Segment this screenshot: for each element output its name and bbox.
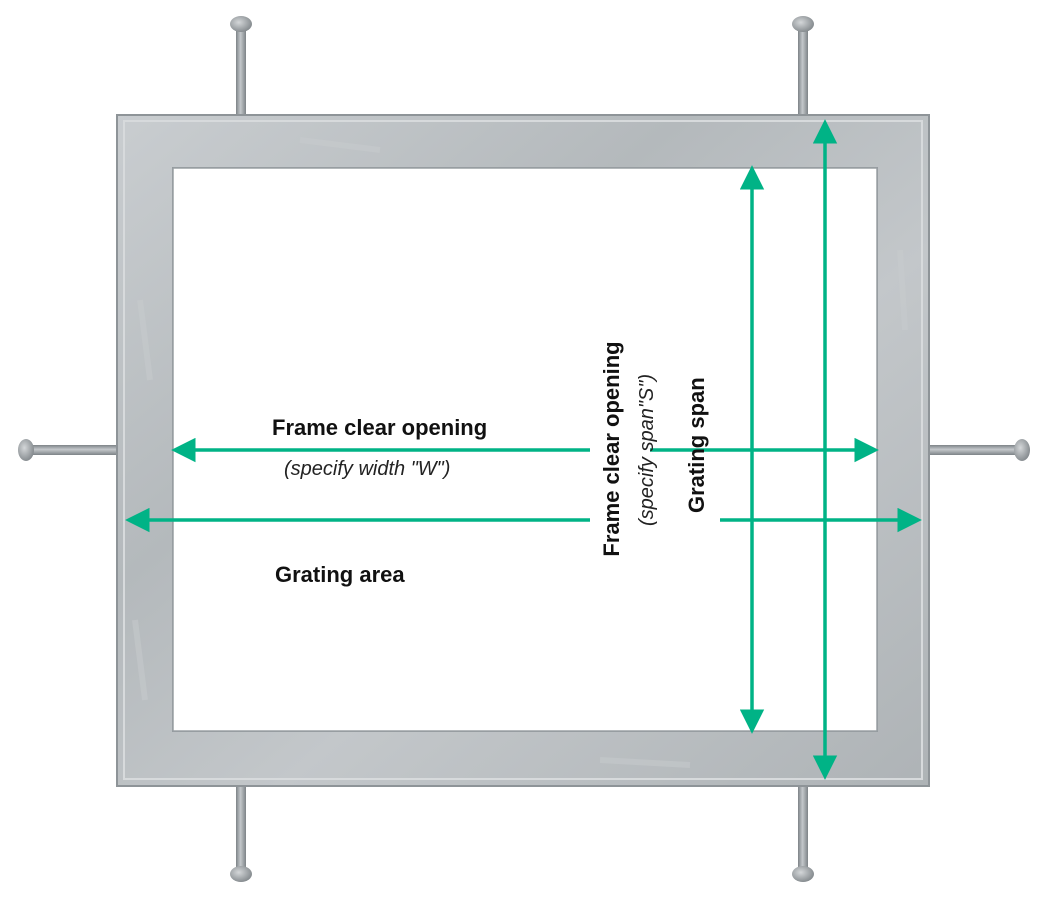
frame-clear-opening-vertical-label: Frame clear opening <box>599 341 624 557</box>
anchor-bolt-icon <box>926 439 1030 461</box>
specify-width-label: (specify width "W") <box>284 458 451 480</box>
frame-clear-opening-label: Frame clear opening <box>272 415 488 440</box>
anchor-bolt-icon <box>792 782 814 882</box>
grating-area-label: Grating area <box>275 562 405 587</box>
anchor-bolt-icon <box>230 782 252 882</box>
anchor-bolt-icon <box>18 439 122 461</box>
specify-span-label: (specify span"S") <box>636 373 658 527</box>
anchor-bolt-icon <box>230 16 252 116</box>
anchor-bolt-icon <box>792 16 814 116</box>
grating-span-label: Grating span <box>684 377 709 513</box>
